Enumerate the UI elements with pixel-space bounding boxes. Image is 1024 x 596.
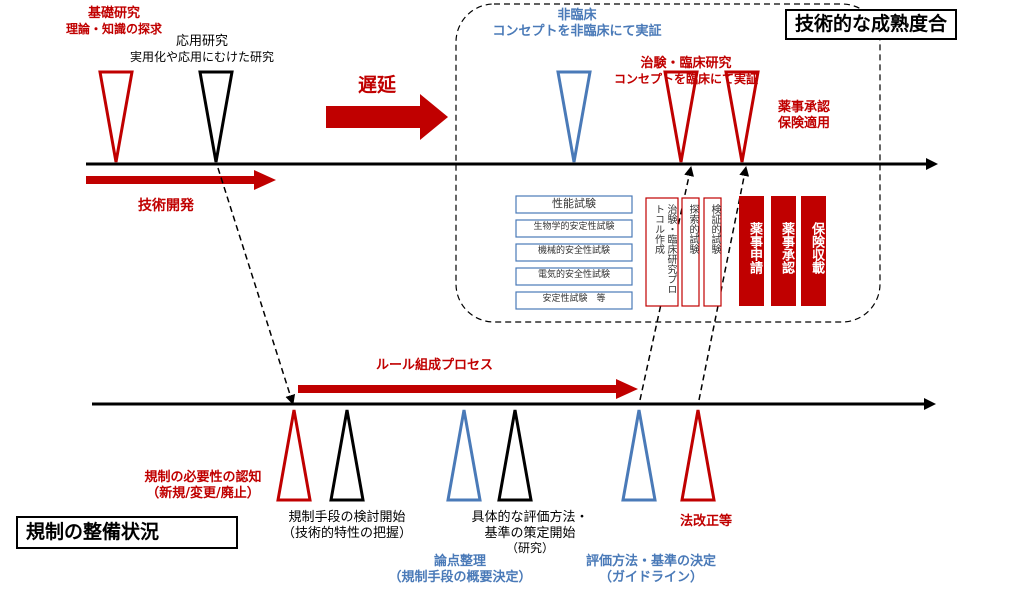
- recognition-label: 規制の必要性の認知 （新規/変更/廃止）: [126, 470, 280, 501]
- redbox-approval: [771, 196, 796, 306]
- eval-decision-label: 評価方法・基準の決定 （ガイドライン）: [566, 554, 736, 585]
- vertical-confirmatory-text: 検証的試験: [709, 204, 720, 254]
- rule-process-arrow-shaft: [298, 385, 618, 393]
- connector-applied-to-recognition: [217, 167, 296, 405]
- applied-research-title: 応用研究: [175, 34, 228, 49]
- delay-arrow-shaft: [326, 106, 422, 128]
- approval-label: 薬事承認 保険適用: [778, 100, 830, 131]
- clinical-sub: コンセプトを臨床にて実証: [613, 71, 758, 86]
- issues-line1: 論点整理: [433, 554, 486, 569]
- approval-line1: 薬事承認: [778, 100, 831, 115]
- test-item-4: 安定性試験 等: [542, 294, 606, 304]
- test-box-1: [515, 219, 633, 238]
- test-box-4: [515, 291, 633, 310]
- test-header-box: [515, 195, 633, 214]
- test-header-text: 性能試験: [552, 197, 596, 210]
- maturity-region: [455, 3, 881, 323]
- lower-timeline-arrowhead: [924, 398, 936, 410]
- delay-label: 遅延: [358, 74, 397, 96]
- means-study-line1: 規制手段の検討開始: [288, 510, 406, 525]
- redbox-approval-text: 薬事承認: [779, 222, 794, 274]
- eval-decision-marker: [621, 409, 657, 502]
- test-item-2: 機械的安全性試験: [537, 246, 610, 256]
- approval-line2: 保険適用: [778, 115, 831, 131]
- test-item-1: 生物学的安定性試験: [533, 222, 615, 232]
- issues-line2: （規制手段の概要決定）: [388, 569, 532, 585]
- test-box-3: [515, 267, 633, 286]
- specific-eval-line3: （研究）: [505, 541, 554, 556]
- rule-process-arrow-head: [616, 379, 638, 399]
- recognition-marker: [276, 409, 312, 502]
- basic-research-marker: [98, 70, 134, 163]
- redbox-listing: [801, 196, 826, 306]
- redbox-application: [739, 196, 764, 306]
- redbox-application-text: 薬事申請: [747, 222, 762, 274]
- eval-decision-line1: 評価方法・基準の決定: [585, 554, 716, 569]
- clinical-label: 治験・臨床研究 コンセプトを臨床にて実証: [598, 56, 774, 86]
- vbox-confirmatory: [703, 197, 722, 307]
- applied-research-label: 応用研究 実用化や応用にむけた研究: [104, 34, 300, 64]
- specific-eval-marker: [497, 409, 533, 502]
- approval-marker: [724, 70, 760, 163]
- vertical-exploratory-text: 探索的試験: [687, 204, 698, 254]
- vbox-protocol: [645, 197, 679, 307]
- tech-dev-arrow-shaft: [86, 176, 256, 184]
- vertical-protocol-text: 治験・臨床研究プロトコル作成: [652, 204, 677, 294]
- rule-process-label: ルール組成プロセス: [376, 358, 494, 373]
- test-item-3: 電気的安全性試験: [537, 270, 610, 280]
- upper-timeline-arrowhead: [926, 158, 938, 170]
- basic-research-title: 基礎研究: [87, 6, 140, 21]
- basic-research-sub: 理論・知識の探求: [65, 21, 162, 36]
- specific-eval-line2: 基準の策定開始: [484, 525, 576, 541]
- tech-dev-arrow-head: [254, 170, 276, 190]
- applied-research-marker: [198, 70, 234, 163]
- basic-research-label: 基礎研究 理論・知識の探求: [48, 6, 180, 36]
- nonclinical-title: 非臨床: [557, 8, 597, 23]
- delay-arrow-head: [420, 94, 448, 140]
- maturity-title-box: 技術的な成熟度合: [785, 9, 958, 40]
- law-revision-marker: [680, 409, 716, 502]
- issues-marker: [446, 409, 482, 502]
- test-box-2: [515, 243, 633, 262]
- clinical-title: 治験・臨床研究: [640, 56, 732, 71]
- redbox-listing-text: 保険収載: [809, 222, 824, 274]
- law-revision-label: 法改正等: [680, 514, 733, 529]
- means-study-label: 規制手段の検討開始 （技術的特性の把握）: [270, 510, 424, 541]
- nonclinical-sub: コンセプトを非臨床にて実証: [492, 23, 662, 39]
- status-title-box: 規制の整備状況: [16, 516, 238, 549]
- recognition-line1: 規制の必要性の認知: [144, 470, 262, 485]
- vbox-exploratory: [681, 197, 700, 307]
- recognition-line2: （新規/変更/廃止）: [146, 485, 260, 501]
- means-study-marker: [329, 409, 365, 502]
- eval-decision-line2: （ガイドライン）: [598, 569, 703, 585]
- specific-eval-line1: 具体的な評価方法・: [471, 510, 589, 525]
- means-study-line2: （技術的特性の把握）: [281, 525, 412, 541]
- tech-dev-label: 技術開発: [138, 198, 194, 214]
- issues-label: 論点整理 （規制手段の概要決定）: [372, 554, 548, 585]
- nonclinical-label: 非臨床 コンセプトを非臨床にて実証: [466, 8, 688, 39]
- nonclinical-marker: [556, 70, 592, 163]
- clinical-marker: [663, 70, 699, 163]
- specific-eval-label: 具体的な評価方法・ 基準の策定開始 （研究）: [452, 510, 608, 556]
- applied-research-sub: 実用化や応用にむけた研究: [129, 49, 274, 64]
